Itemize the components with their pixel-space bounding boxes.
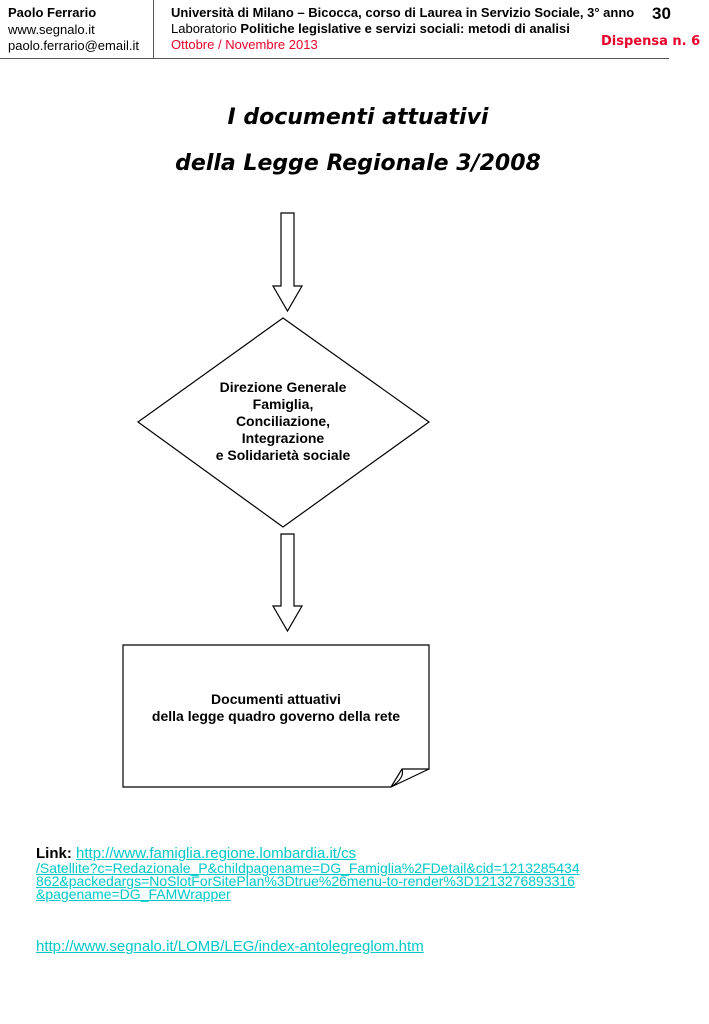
decision-line: Integrazione [241,430,325,446]
link-2[interactable]: http://www.segnalo.it/LOMB/LEG/index-ant… [36,938,424,955]
header-rule [0,58,669,59]
document-line: Documenti attuativi [211,691,341,707]
document-fold [390,768,430,788]
down-arrow-1 [271,212,304,313]
lab-name: Politiche legislative e servizi sociali:… [240,21,570,36]
handout-number: Dispensa n. 6 [601,34,701,49]
link-1-continuation: /Satellite?c=Redazionale_P&childpagename… [36,860,580,902]
header-divider [153,0,154,58]
title-line-1: I documenti attuativi [227,105,489,130]
course-title: Università di Milano – Bicocca, corso di… [171,5,635,20]
lab-title: Laboratorio Politiche legislative e serv… [171,21,570,37]
decision-line: Conciliazione, [235,413,331,429]
link-1-line[interactable]: 862&packedargs=NoSlotForSitePlan%3Dtrue%… [36,873,575,889]
decision-diamond [136,317,431,528]
decision-line: e Solidarietà sociale [215,447,351,463]
title-line-2: della Legge Regionale 3/2008 [175,151,541,176]
link-1-block: Link: http://www.famiglia.regione.lombar… [36,845,356,862]
page-number: 30 [652,4,671,23]
period: Ottobre / Novembre 2013 [171,37,318,52]
link-1-line[interactable]: &pagename=DG_FAMWrapper [36,886,231,902]
decision-line: Direzione Generale [219,379,347,395]
down-arrow-2 [271,533,304,633]
link-1-line[interactable]: /Satellite?c=Redazionale_P&childpagename… [36,860,580,876]
link-1-line[interactable]: http://www.famiglia.regione.lombardia.it… [76,845,357,862]
link-label: Link: [36,845,72,862]
author-website: www.segnalo.it [8,22,95,37]
author-email: paolo.ferrario@email.it [8,38,139,53]
document-text: Documenti attuativi della legge quadro g… [123,691,429,725]
decision-line: Famiglia, [252,396,314,412]
author-name: Paolo Ferrario [8,5,97,20]
lab-prefix: Laboratorio [171,21,241,36]
decision-text: Direzione Generale Famiglia, Conciliazio… [183,379,383,464]
document-line: della legge quadro governo della rete [151,708,401,724]
link-2-block: http://www.segnalo.it/LOMB/LEG/index-ant… [36,938,424,955]
